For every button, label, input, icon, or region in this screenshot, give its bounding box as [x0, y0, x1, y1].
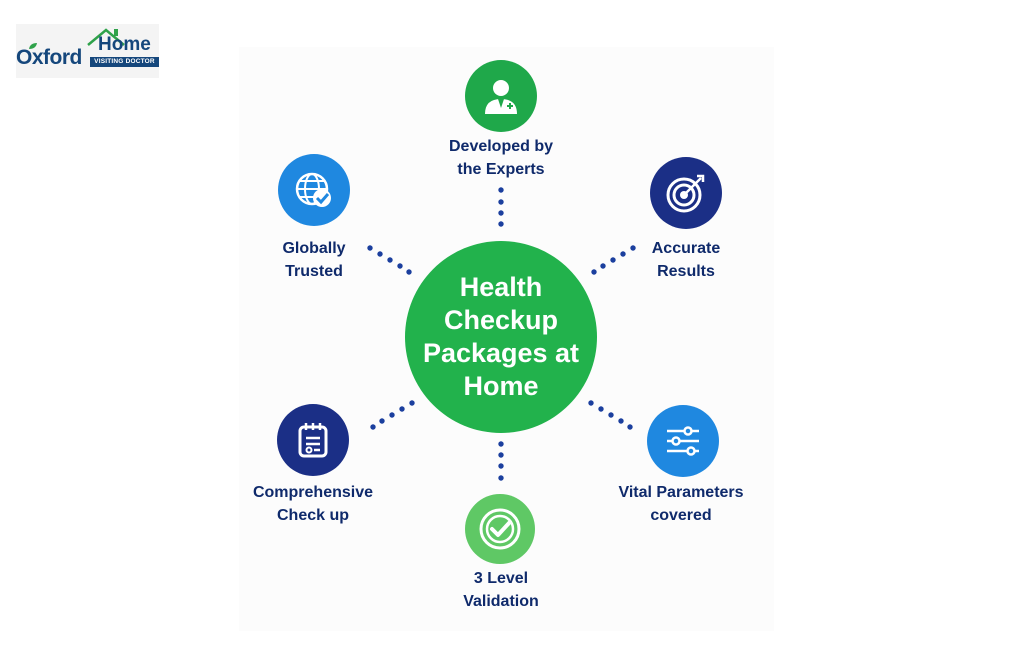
center-hub: Health Checkup Packages at Home	[405, 241, 597, 433]
validation-node-icon	[465, 494, 535, 564]
experts-label-line1: Developed by	[448, 138, 554, 155]
experts-label-line2: the Experts	[457, 161, 545, 178]
comprehensive-label: Comprehensive Check up	[243, 481, 383, 527]
vital-label-line1: Vital Parameters	[618, 484, 744, 501]
comprehensive-label-line1: Comprehensive	[252, 484, 374, 501]
global-label-line2: Trusted	[285, 263, 343, 280]
connector-dots	[367, 187, 636, 481]
global-node-icon	[278, 154, 350, 226]
vital-label: Vital Parameters covered	[608, 481, 754, 527]
logo-word-home: Home	[98, 34, 151, 55]
house-roof-icon	[87, 28, 125, 46]
center-title: Health Checkup Packages at Home	[422, 272, 580, 401]
leaf-icon	[29, 43, 37, 49]
accurate-label-line1: Accurate	[651, 240, 721, 257]
brand-logo[interactable]: Oxford Home VISITING DOCTOR	[16, 24, 159, 78]
global-label-line1: Globally	[282, 240, 346, 257]
accurate-label-line2: Results	[657, 263, 715, 280]
accurate-label: Accurate Results	[626, 237, 746, 283]
check-badge-icon	[479, 508, 521, 550]
clipboard-icon	[298, 423, 328, 458]
target-icon	[666, 174, 705, 213]
validation-label: 3 Level Validation	[441, 567, 561, 613]
validation-label-line2: Validation	[463, 593, 539, 610]
doctor-icon	[485, 80, 517, 114]
logo-tagline: VISITING DOCTOR	[90, 57, 159, 67]
globe-check-icon	[295, 172, 331, 207]
validation-label-line1: 3 Level	[473, 570, 529, 587]
comprehensive-label-line2: Check up	[276, 507, 349, 524]
vital-node-icon	[647, 405, 719, 477]
experts-label: Developed by the Experts	[431, 135, 571, 181]
logo-word-oxford: Oxford	[16, 46, 82, 69]
accurate-node-icon	[650, 157, 722, 229]
comprehensive-node-icon	[277, 404, 349, 476]
benefits-diagram: Health Checkup Packages at Home Develope…	[239, 47, 774, 631]
vital-label-line2: covered	[650, 507, 712, 524]
sliders-icon	[667, 426, 699, 456]
experts-node-icon	[465, 60, 537, 132]
global-label: Globally Trusted	[254, 237, 374, 283]
